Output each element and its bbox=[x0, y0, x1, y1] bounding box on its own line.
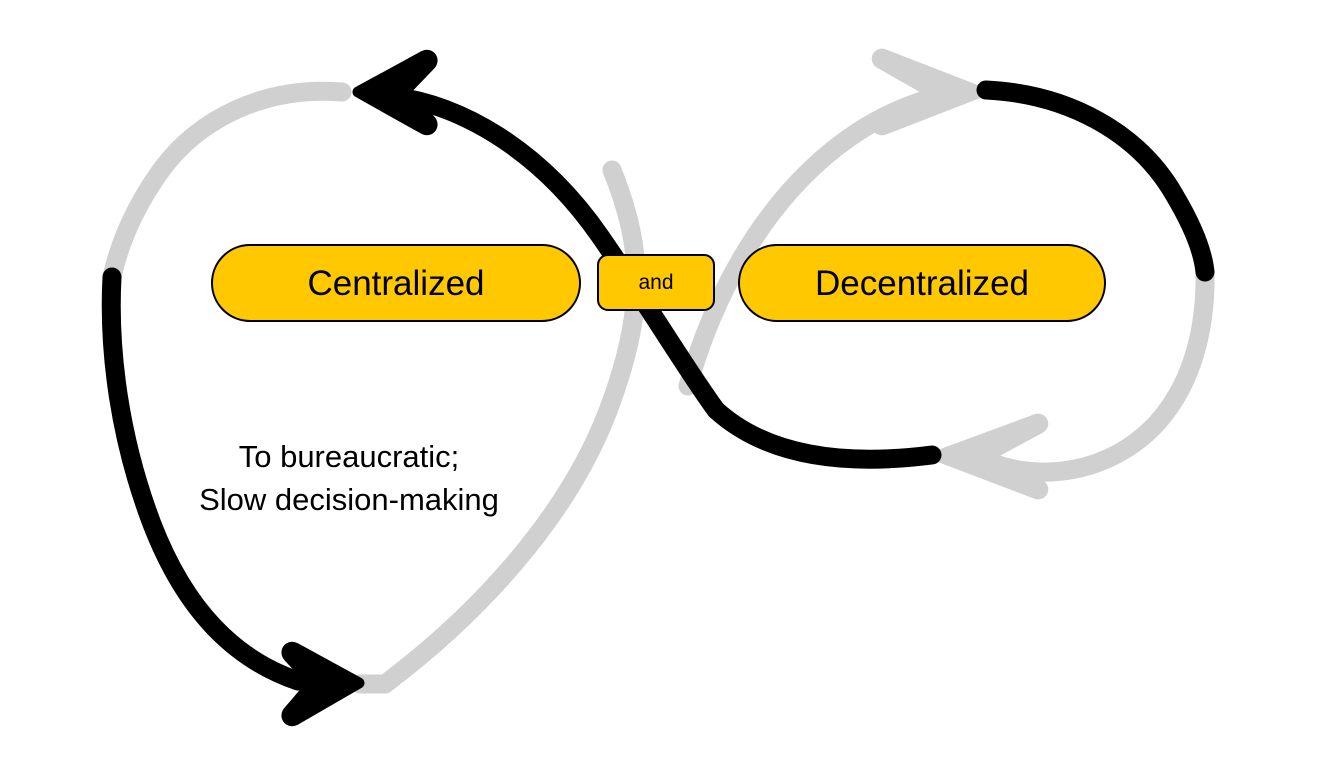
conjunction-label: and bbox=[638, 271, 674, 294]
pole-right-label: Decentralized bbox=[815, 263, 1029, 303]
pole-left-centralized[interactable]: Centralized bbox=[211, 244, 581, 322]
black-strand-group bbox=[101, 49, 1215, 727]
pole-right-decentralized[interactable]: Decentralized bbox=[738, 244, 1106, 322]
arrow-bottom-left-icon bbox=[281, 641, 365, 727]
gray-path-lower-right bbox=[980, 262, 1215, 482]
downside-caption: To bureaucratic; Slow decision-making bbox=[199, 439, 499, 517]
black-path-lower-left bbox=[101, 267, 308, 691]
gray-path-upper-left bbox=[102, 81, 352, 287]
black-path-upper-right bbox=[976, 80, 1215, 282]
arrow-top-right-icon bbox=[871, 48, 987, 136]
conjunction-and[interactable]: and bbox=[597, 254, 715, 311]
black-path-center-ascent bbox=[382, 86, 726, 420]
black-path-lower-right-run bbox=[706, 400, 942, 469]
gray-path-center-descent bbox=[375, 160, 646, 694]
gray-path-center-ascent bbox=[678, 83, 962, 396]
arrow-bottom-right-icon bbox=[931, 413, 1049, 500]
gray-strand-group bbox=[102, 48, 1215, 694]
arrow-top-left-icon bbox=[352, 49, 438, 136]
pole-left-label: Centralized bbox=[307, 263, 485, 303]
